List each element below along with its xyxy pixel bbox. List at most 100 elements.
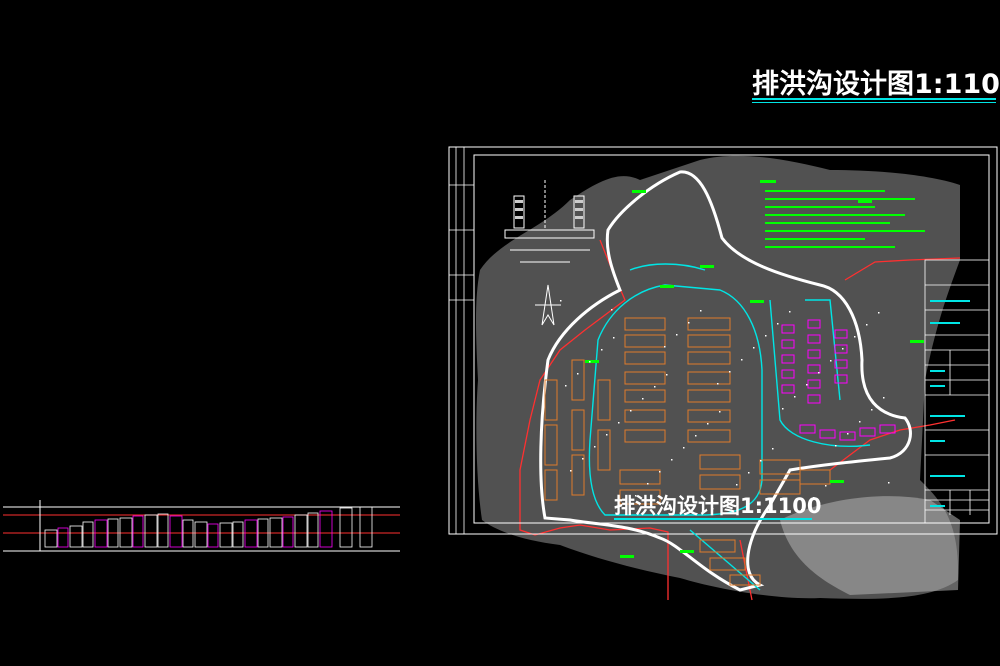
building-footprint: [687, 351, 731, 365]
magenta-building: [834, 344, 848, 354]
survey-point: [565, 385, 567, 387]
survey-point: [577, 373, 579, 375]
survey-point: [589, 361, 591, 363]
survey-point: [647, 483, 649, 485]
magenta-building: [834, 359, 848, 369]
magenta-building: [859, 427, 876, 437]
profile-bar: [182, 519, 194, 548]
survey-point: [724, 496, 726, 498]
annotation-tag: [750, 300, 764, 303]
profile-bar: [244, 519, 258, 548]
survey-point: [842, 348, 844, 350]
survey-point: [835, 445, 837, 447]
profile-bar: [232, 521, 244, 548]
survey-point: [818, 372, 820, 374]
building-footprint: [597, 429, 611, 471]
survey-point: [830, 360, 832, 362]
binding-strip: [449, 147, 474, 534]
north-arrow-icon: [535, 284, 561, 326]
building-footprint: [687, 409, 731, 423]
annotation-tag: [858, 200, 872, 203]
magenta-building: [807, 364, 821, 374]
survey-point: [854, 336, 856, 338]
survey-point: [560, 300, 562, 302]
survey-point: [719, 411, 721, 413]
building-footprint: [699, 474, 741, 490]
survey-point: [666, 374, 668, 376]
profile-bar: [144, 514, 158, 548]
survey-point: [753, 347, 755, 349]
profile-bar: [107, 518, 119, 548]
profile-bar: [219, 522, 233, 548]
profile-bar: [294, 514, 308, 548]
profile-bar: [307, 512, 319, 548]
survey-point: [700, 310, 702, 312]
building-footprint: [687, 371, 731, 385]
building-footprint: [544, 379, 558, 421]
survey-point: [601, 349, 603, 351]
survey-point: [642, 398, 644, 400]
profile-bar: [207, 523, 219, 548]
survey-point: [582, 458, 584, 460]
annotation-tag: [830, 480, 844, 483]
annotation-tag: [910, 340, 924, 343]
survey-point: [611, 309, 613, 311]
title-underline-thin: [752, 102, 996, 103]
magenta-building: [781, 339, 795, 349]
title-block-marks: [930, 300, 970, 507]
survey-point: [794, 396, 796, 398]
channel-section-fills: [515, 200, 583, 219]
survey-point: [729, 371, 731, 373]
building-footprint: [571, 359, 585, 401]
profile-bar: [339, 507, 353, 548]
plan-annotations: [585, 190, 924, 558]
plan-title-underline: [614, 518, 812, 520]
building-footprint: [544, 469, 558, 501]
site-plan: [448, 146, 998, 601]
building-footprint: [687, 317, 731, 331]
building-footprint: [624, 409, 666, 423]
survey-point: [676, 334, 678, 336]
magenta-building: [807, 319, 821, 329]
survey-points: [560, 300, 890, 511]
channel-section-detail: [504, 180, 595, 263]
building-footprint: [624, 334, 666, 348]
building-footprint: [729, 574, 761, 586]
design-notes: [760, 180, 925, 248]
profile-bar: [57, 527, 69, 548]
profile-bar: [44, 529, 58, 548]
survey-point: [618, 422, 620, 424]
building-footprint: [759, 479, 801, 495]
magenta-building: [781, 384, 795, 394]
survey-point: [695, 435, 697, 437]
building-footprint: [619, 489, 661, 505]
survey-point: [782, 408, 784, 410]
profile-bar: [94, 519, 108, 548]
building-footprint: [597, 379, 611, 421]
magenta-building: [834, 329, 848, 339]
profile-bar: [119, 517, 133, 548]
survey-point: [654, 386, 656, 388]
building-footprint: [759, 459, 801, 475]
survey-point: [594, 446, 596, 448]
survey-point: [635, 495, 637, 497]
survey-point: [765, 335, 767, 337]
red-land-boundary: [519, 239, 961, 601]
magenta-building: [819, 429, 836, 439]
title-underline: [752, 98, 996, 100]
profile-bar: [359, 506, 373, 548]
building-footprint: [624, 351, 666, 365]
magenta-building: [839, 431, 856, 441]
survey-point: [871, 409, 873, 411]
building-footprint: [687, 389, 731, 403]
longitudinal-profile: [3, 500, 400, 552]
site-boundary-road: [539, 170, 912, 592]
survey-point: [883, 397, 885, 399]
building-footprint: [624, 429, 666, 443]
survey-point: [888, 482, 890, 484]
magenta-building-cluster: [781, 319, 896, 441]
building-footprint: [687, 334, 731, 348]
building-footprint: [699, 539, 736, 553]
survey-point: [707, 423, 709, 425]
